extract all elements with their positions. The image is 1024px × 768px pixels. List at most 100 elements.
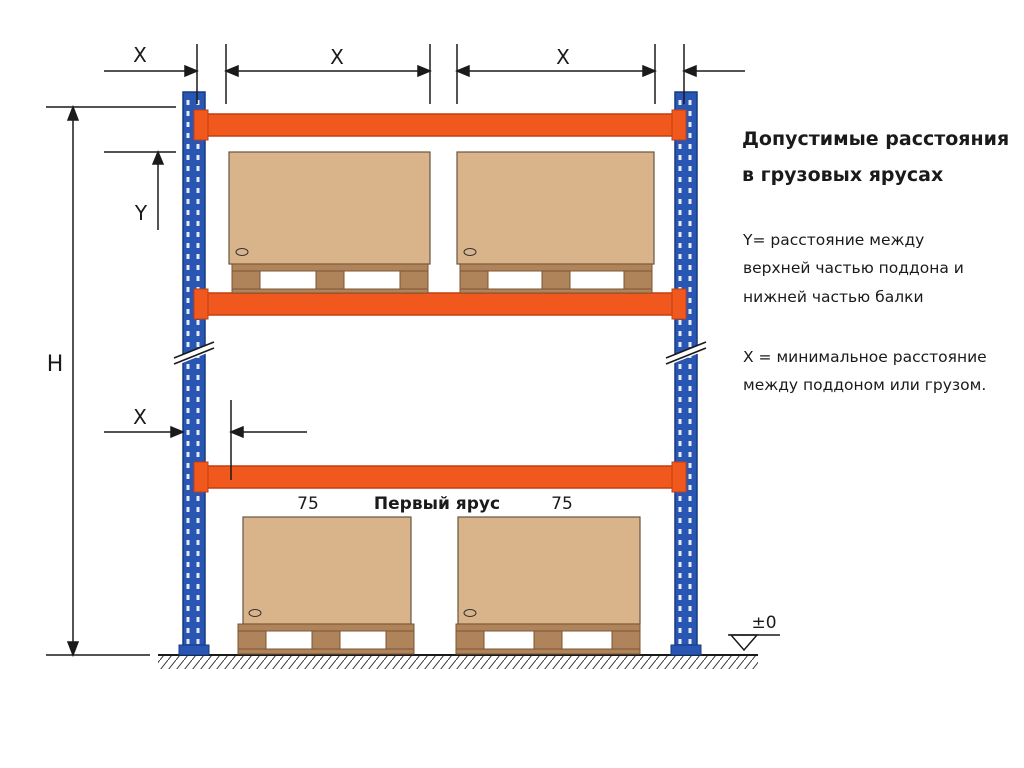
load-upper-right [456,151,655,294]
load-floor-left [237,516,415,655]
upright-hole [688,606,692,611]
box-logo-icon [248,609,262,617]
upright-hole [186,111,190,116]
upright-hole [678,155,682,160]
upright-hole [688,386,692,391]
upright-hole [678,386,682,391]
upright-hole [678,617,682,622]
upright-hole [678,331,682,336]
upright-hole [678,452,682,457]
upright-hole [688,243,692,248]
upright-hole [688,551,692,556]
upright-hole [196,243,200,248]
upright-hole [186,254,190,259]
upright-hole [196,100,200,105]
upright-hole [186,166,190,171]
upright-hole [186,452,190,457]
upright-hole [186,188,190,193]
upright-hole [186,595,190,600]
floor [158,654,758,669]
upright-hole [186,474,190,479]
upright-hole [186,617,190,622]
upright-hole [196,265,200,270]
upright-hole [678,221,682,226]
upright-hole [688,221,692,226]
upright-hole [186,551,190,556]
upright-hole [186,375,190,380]
upright-hole [678,320,682,325]
upright-hole [186,562,190,567]
upright-hole [196,507,200,512]
upright-hole [196,419,200,424]
upright-hole [688,595,692,600]
upright-hole [688,485,692,490]
upright-hole [688,452,692,457]
upright-hole [688,518,692,523]
upright-hole [688,144,692,149]
upright-hole [196,551,200,556]
break-mark-left [172,341,216,366]
upright-hole [196,529,200,534]
upright-hole [196,562,200,567]
upright-right [670,91,702,656]
upright-hole [186,419,190,424]
upright-hole [186,584,190,589]
dimension-x-top [104,44,745,104]
diagram-title-line1: Допустимые расстояния [742,128,1009,150]
dim-x-top-right: X [556,45,570,69]
beam-middle [193,288,687,320]
legend-y-line3: нижней частью балки [743,288,924,306]
upright-hole [688,133,692,138]
upright-hole [186,529,190,534]
break-mark-right [664,341,708,366]
upright-hole [196,375,200,380]
upright-hole [688,166,692,171]
upright-hole [688,375,692,380]
upright-hole [186,364,190,369]
dim-h: H [47,352,64,377]
upright-hole [688,210,692,215]
legend-x-line1: X = минимальное расстояние [743,348,987,366]
first-level-label: Первый ярус [374,494,500,514]
upright-hole [196,518,200,523]
upright-hole [688,199,692,204]
upright-hole [186,320,190,325]
upright-hole [678,408,682,413]
upright-hole [186,144,190,149]
upright-hole [186,397,190,402]
upright-hole [186,309,190,314]
upright-hole [196,155,200,160]
upright-hole [186,496,190,501]
upright-hole [186,441,190,446]
upright-hole [688,430,692,435]
upright-left [178,91,210,656]
upright-hole [678,364,682,369]
upright-hole [196,573,200,578]
upright-hole [688,408,692,413]
pallet [237,623,415,655]
upright-hole [196,177,200,182]
upright-hole [186,507,190,512]
legend-y-line1: Y= расстояние между [742,231,924,249]
box-logo-icon [235,248,249,256]
legend-y-line2: верхней частью поддона и [743,259,964,277]
upright-hole [196,408,200,413]
upright-hole [186,287,190,292]
upright-hole [186,540,190,545]
upright-hole [196,628,200,633]
upright-hole [688,309,692,314]
upright-hole [688,474,692,479]
beam-top [193,109,687,141]
upright-hole [678,265,682,270]
upright-hole [196,397,200,402]
upright-hole [678,397,682,402]
dimension-x-middle [104,400,307,480]
upright-hole [688,320,692,325]
upright-hole [196,221,200,226]
upright-hole [688,441,692,446]
dim-x-middle: X [133,405,147,429]
legend-x-line2: между поддоном или грузом. [743,376,986,394]
upright-hole [688,463,692,468]
upright-hole [196,276,200,281]
upright-hole [678,419,682,424]
